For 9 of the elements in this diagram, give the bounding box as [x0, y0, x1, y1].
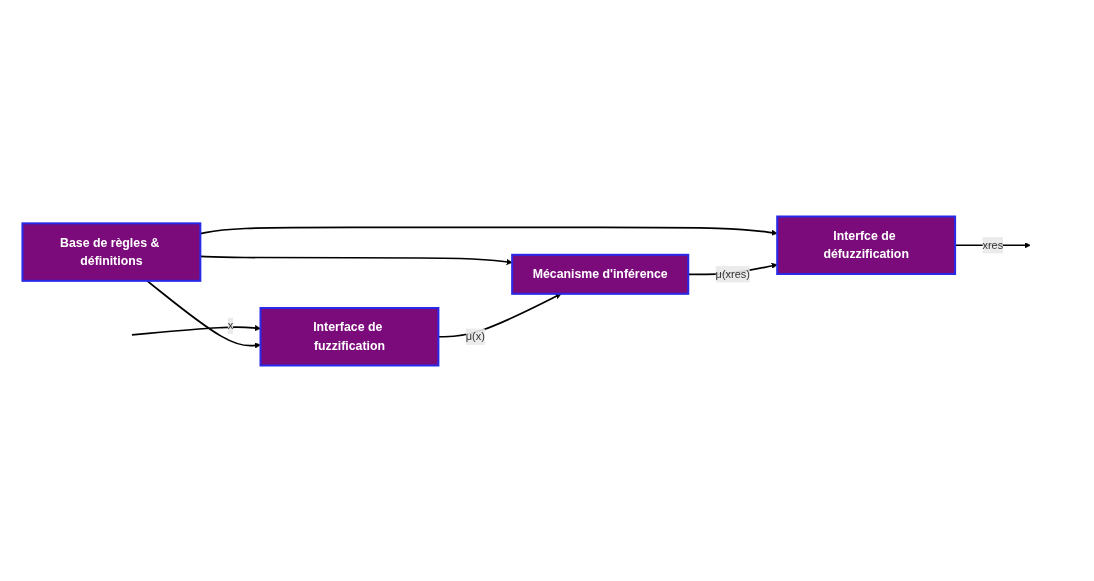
node-box: Interface de fuzzification: [259, 306, 440, 366]
node-box: Mécanisme d'inférence: [511, 253, 690, 295]
arrow: [131, 324, 261, 336]
edge-label: μ(x): [465, 330, 485, 342]
node-box: Base de règles & définitions: [21, 221, 202, 282]
node-box: Interfce de défuzzification: [776, 215, 957, 275]
edge-label: xres: [982, 238, 1004, 251]
edge-label: x: [227, 319, 234, 331]
edge-label: μ(xres): [715, 267, 750, 280]
